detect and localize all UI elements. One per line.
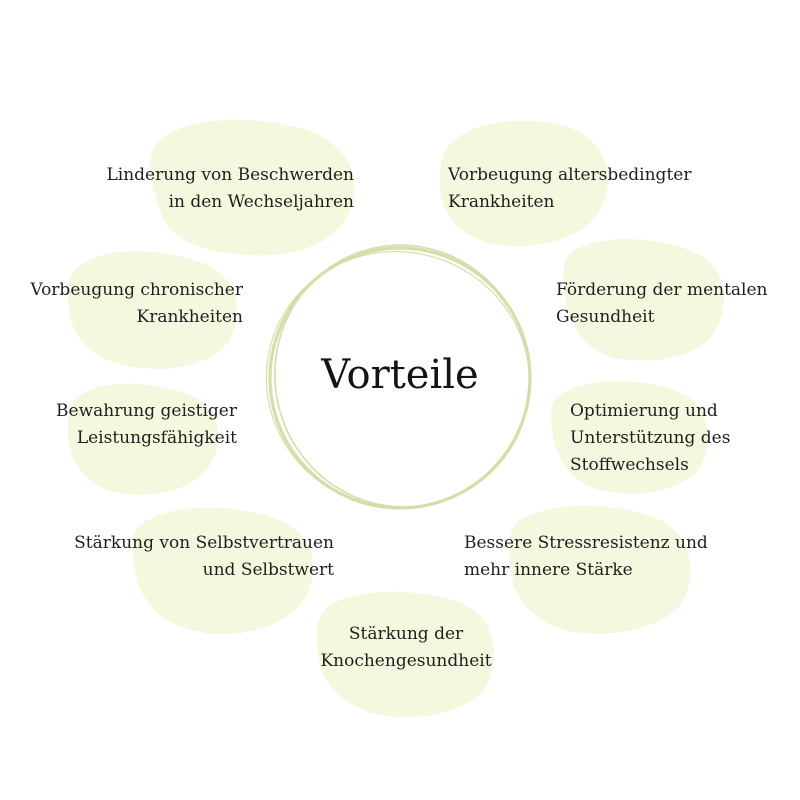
benefit-self-confidence: Stärkung von Selbstvertrauen und Selbstw… bbox=[74, 533, 334, 580]
blob-right-middle bbox=[550, 381, 709, 494]
center-title: Vorteile bbox=[321, 352, 479, 398]
blob-right-lower bbox=[509, 505, 691, 634]
benefit-menopause: Linderung von Beschwerden in den Wechsel… bbox=[106, 165, 355, 212]
benefit-bone-health: Stärkung der Knochengesundheit bbox=[320, 624, 492, 671]
blob-bottom bbox=[316, 591, 494, 718]
blob-left-upper bbox=[67, 251, 238, 369]
blob-right-upper bbox=[563, 239, 725, 361]
benefit-metabolism: Optimierung und Unterstützung des Stoffw… bbox=[570, 401, 731, 475]
blob-left-lower bbox=[131, 507, 313, 635]
benefit-mental-health: Förderung der mentalen Gesundheit bbox=[556, 280, 768, 327]
benefit-stress-resistance: Bessere Stressresistenz und mehr innere … bbox=[464, 533, 708, 580]
benefit-chronic: Vorbeugung chronischer Krankheiten bbox=[30, 280, 243, 327]
blob-top-left bbox=[149, 119, 355, 256]
blob-top-right bbox=[440, 120, 608, 247]
benefit-cognitive: Bewahrung geistiger Leistungsfähigkeit bbox=[56, 401, 237, 448]
blob-left-middle bbox=[68, 383, 219, 495]
benefit-age-related: Vorbeugung altersbedingter Krankheiten bbox=[448, 165, 692, 212]
center-ring bbox=[265, 244, 532, 510]
